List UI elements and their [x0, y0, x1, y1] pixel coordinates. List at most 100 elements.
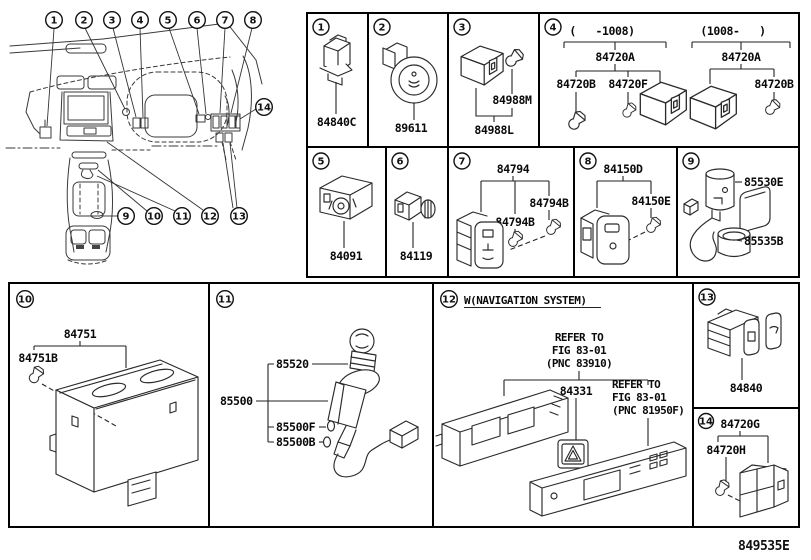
figure-code: 849535E: [738, 539, 790, 554]
part-cell-1: 1 84840C: [308, 14, 369, 148]
callout-7: 7: [215, 10, 234, 30]
part-cell-9-drawing: 9: [682, 152, 784, 262]
part-label-85530e: 85530E: [744, 175, 784, 189]
callout-5: 5: [158, 10, 177, 30]
part-label-84751: 84751: [64, 327, 97, 341]
cell-3-num: 3: [459, 23, 466, 34]
callout-4-num: 4: [137, 16, 144, 27]
part-cell-11-drawing: 11 85500 85520 85500F 85500B: [215, 289, 419, 478]
cell-11-num: 11: [218, 295, 232, 306]
switch-84840c-drawing: [319, 34, 353, 86]
part-cell-7: 7 84794 84794B 84794B: [449, 148, 575, 276]
part-cell-13: 13 84840: [694, 284, 798, 409]
callout-7: 7: [453, 152, 471, 170]
callout-8: 8: [579, 152, 597, 170]
part-cell-9: 9: [678, 148, 798, 276]
callout-2-num: 2: [81, 16, 88, 27]
callout-10: 10: [144, 206, 163, 225]
part-label-84751b: 84751B: [18, 351, 58, 365]
lighter-socket-drawing: [683, 168, 735, 262]
bulb-84720h-drawing: [712, 477, 732, 499]
part-label-85520: 85520: [276, 357, 309, 371]
callout-2: 2: [373, 18, 391, 36]
switch-84150d-drawing: [580, 209, 630, 265]
refer-note-83910: REFER TO FIG 83-01 (PNC 83910): [546, 331, 613, 370]
callout-13-num: 13: [232, 212, 246, 223]
part-label-84794b-right: 84794B: [529, 196, 569, 210]
parts-grid-bottom: 10 84751 84751B: [8, 282, 800, 528]
overview-leader-lines: [46, 27, 257, 217]
cell-6-num: 6: [397, 157, 404, 168]
ecu-84751-drawing: [49, 359, 199, 507]
dashboard-line-art: [5, 22, 263, 265]
bulb-84150e-drawing: [643, 215, 663, 236]
callout-4: 4: [130, 10, 149, 30]
rheostat-84119-drawing: [394, 191, 436, 221]
refer-note-81950f: REFER TO FIG 83-01 (PNC 81950F): [612, 378, 685, 417]
cell-13-num: 13: [700, 293, 714, 304]
part-label-85500b: 85500B: [276, 435, 316, 449]
callout-12: 12: [439, 289, 459, 309]
push-start-button-drawing: [382, 42, 438, 104]
part-cell-1-drawing: 1 84840C: [312, 18, 357, 129]
callout-13: 13: [698, 288, 716, 306]
callout-9: 9: [682, 152, 700, 170]
switch-84720g-drawing: [739, 464, 789, 518]
part-cell-8: 8 84150D 84150E: [575, 148, 678, 276]
callout-13: 13: [229, 206, 248, 225]
callout-11-num: 11: [175, 212, 189, 223]
switch-84794-drawing: [456, 211, 504, 269]
callout-6: 6: [391, 152, 409, 170]
callout-1: 1: [45, 10, 64, 30]
bulb-84988m-drawing: [502, 46, 526, 70]
part-cell-14-drawing: 14 84720G 84720H: [697, 412, 789, 518]
cell-4-num: 4: [550, 23, 557, 34]
callout-14: 14: [254, 97, 273, 116]
part-label-84091: 84091: [330, 249, 363, 263]
screw-84751b-drawing: [26, 364, 46, 386]
callout-1-num: 1: [51, 16, 58, 27]
part-cell-10: 10 84751 84751B: [10, 284, 210, 526]
switch-84091-drawing: [319, 175, 373, 220]
part-cell-6-drawing: 6 84119: [391, 152, 436, 263]
part-label-84794: 84794: [497, 162, 530, 176]
part-label-84840c: 84840C: [317, 115, 357, 129]
callout-6: 6: [187, 10, 206, 30]
cell-1-num: 1: [318, 23, 325, 34]
lighter-plug-85500-drawing: [322, 328, 419, 478]
part-cell-4: 4 ( -1008) 84720A 84720B 84720F (1008- )…: [540, 14, 798, 148]
callout-6-num: 6: [194, 16, 201, 27]
cell-7-num: 7: [459, 157, 466, 168]
part-label-89611: 89611: [395, 121, 428, 135]
socket-cover-drawing: [717, 186, 771, 258]
part-cell-2: 2 89611: [369, 14, 449, 148]
part-label-85500f: 85500F: [276, 420, 316, 434]
callout-11: 11: [215, 289, 235, 309]
part-label-85500: 85500: [220, 394, 253, 408]
part-cell-7-drawing: 7 84794 84794B 84794B: [453, 152, 569, 269]
callout-8: 8: [243, 10, 262, 30]
part-label-84840: 84840: [730, 381, 763, 395]
part-cell-4-drawing: 4 ( -1008) 84720A 84720B 84720F (1008- )…: [544, 18, 794, 133]
part-cell-5: 5 84091: [308, 148, 387, 276]
part-label-84720b-early: 84720B: [556, 77, 596, 91]
refer1-line2: FIG 83-01: [552, 344, 607, 357]
part-label-84988m: 84988M: [492, 93, 532, 107]
refer1-line1: REFER TO: [555, 331, 604, 344]
part-label-84331: 84331: [560, 384, 593, 398]
callout-5-num: 5: [165, 16, 172, 27]
part-label-84720a-early: 84720A: [595, 50, 635, 64]
part-cell-6: 6 84119: [387, 148, 449, 276]
callout-8-num: 8: [250, 16, 257, 27]
callout-2: 2: [74, 10, 93, 30]
date-range-early: ( -1008): [569, 24, 634, 38]
parts-grid-top: 1 84840C 2: [306, 12, 800, 278]
cell-10-num: 10: [18, 295, 32, 306]
part-label-84720g: 84720G: [720, 417, 760, 431]
callout-10: 10: [15, 289, 35, 309]
callout-9: 9: [116, 206, 135, 225]
cell-2-num: 2: [379, 23, 386, 34]
part-cell-3-drawing: 3 84988M 84988L: [453, 18, 532, 137]
cell-9-num: 9: [688, 157, 695, 168]
